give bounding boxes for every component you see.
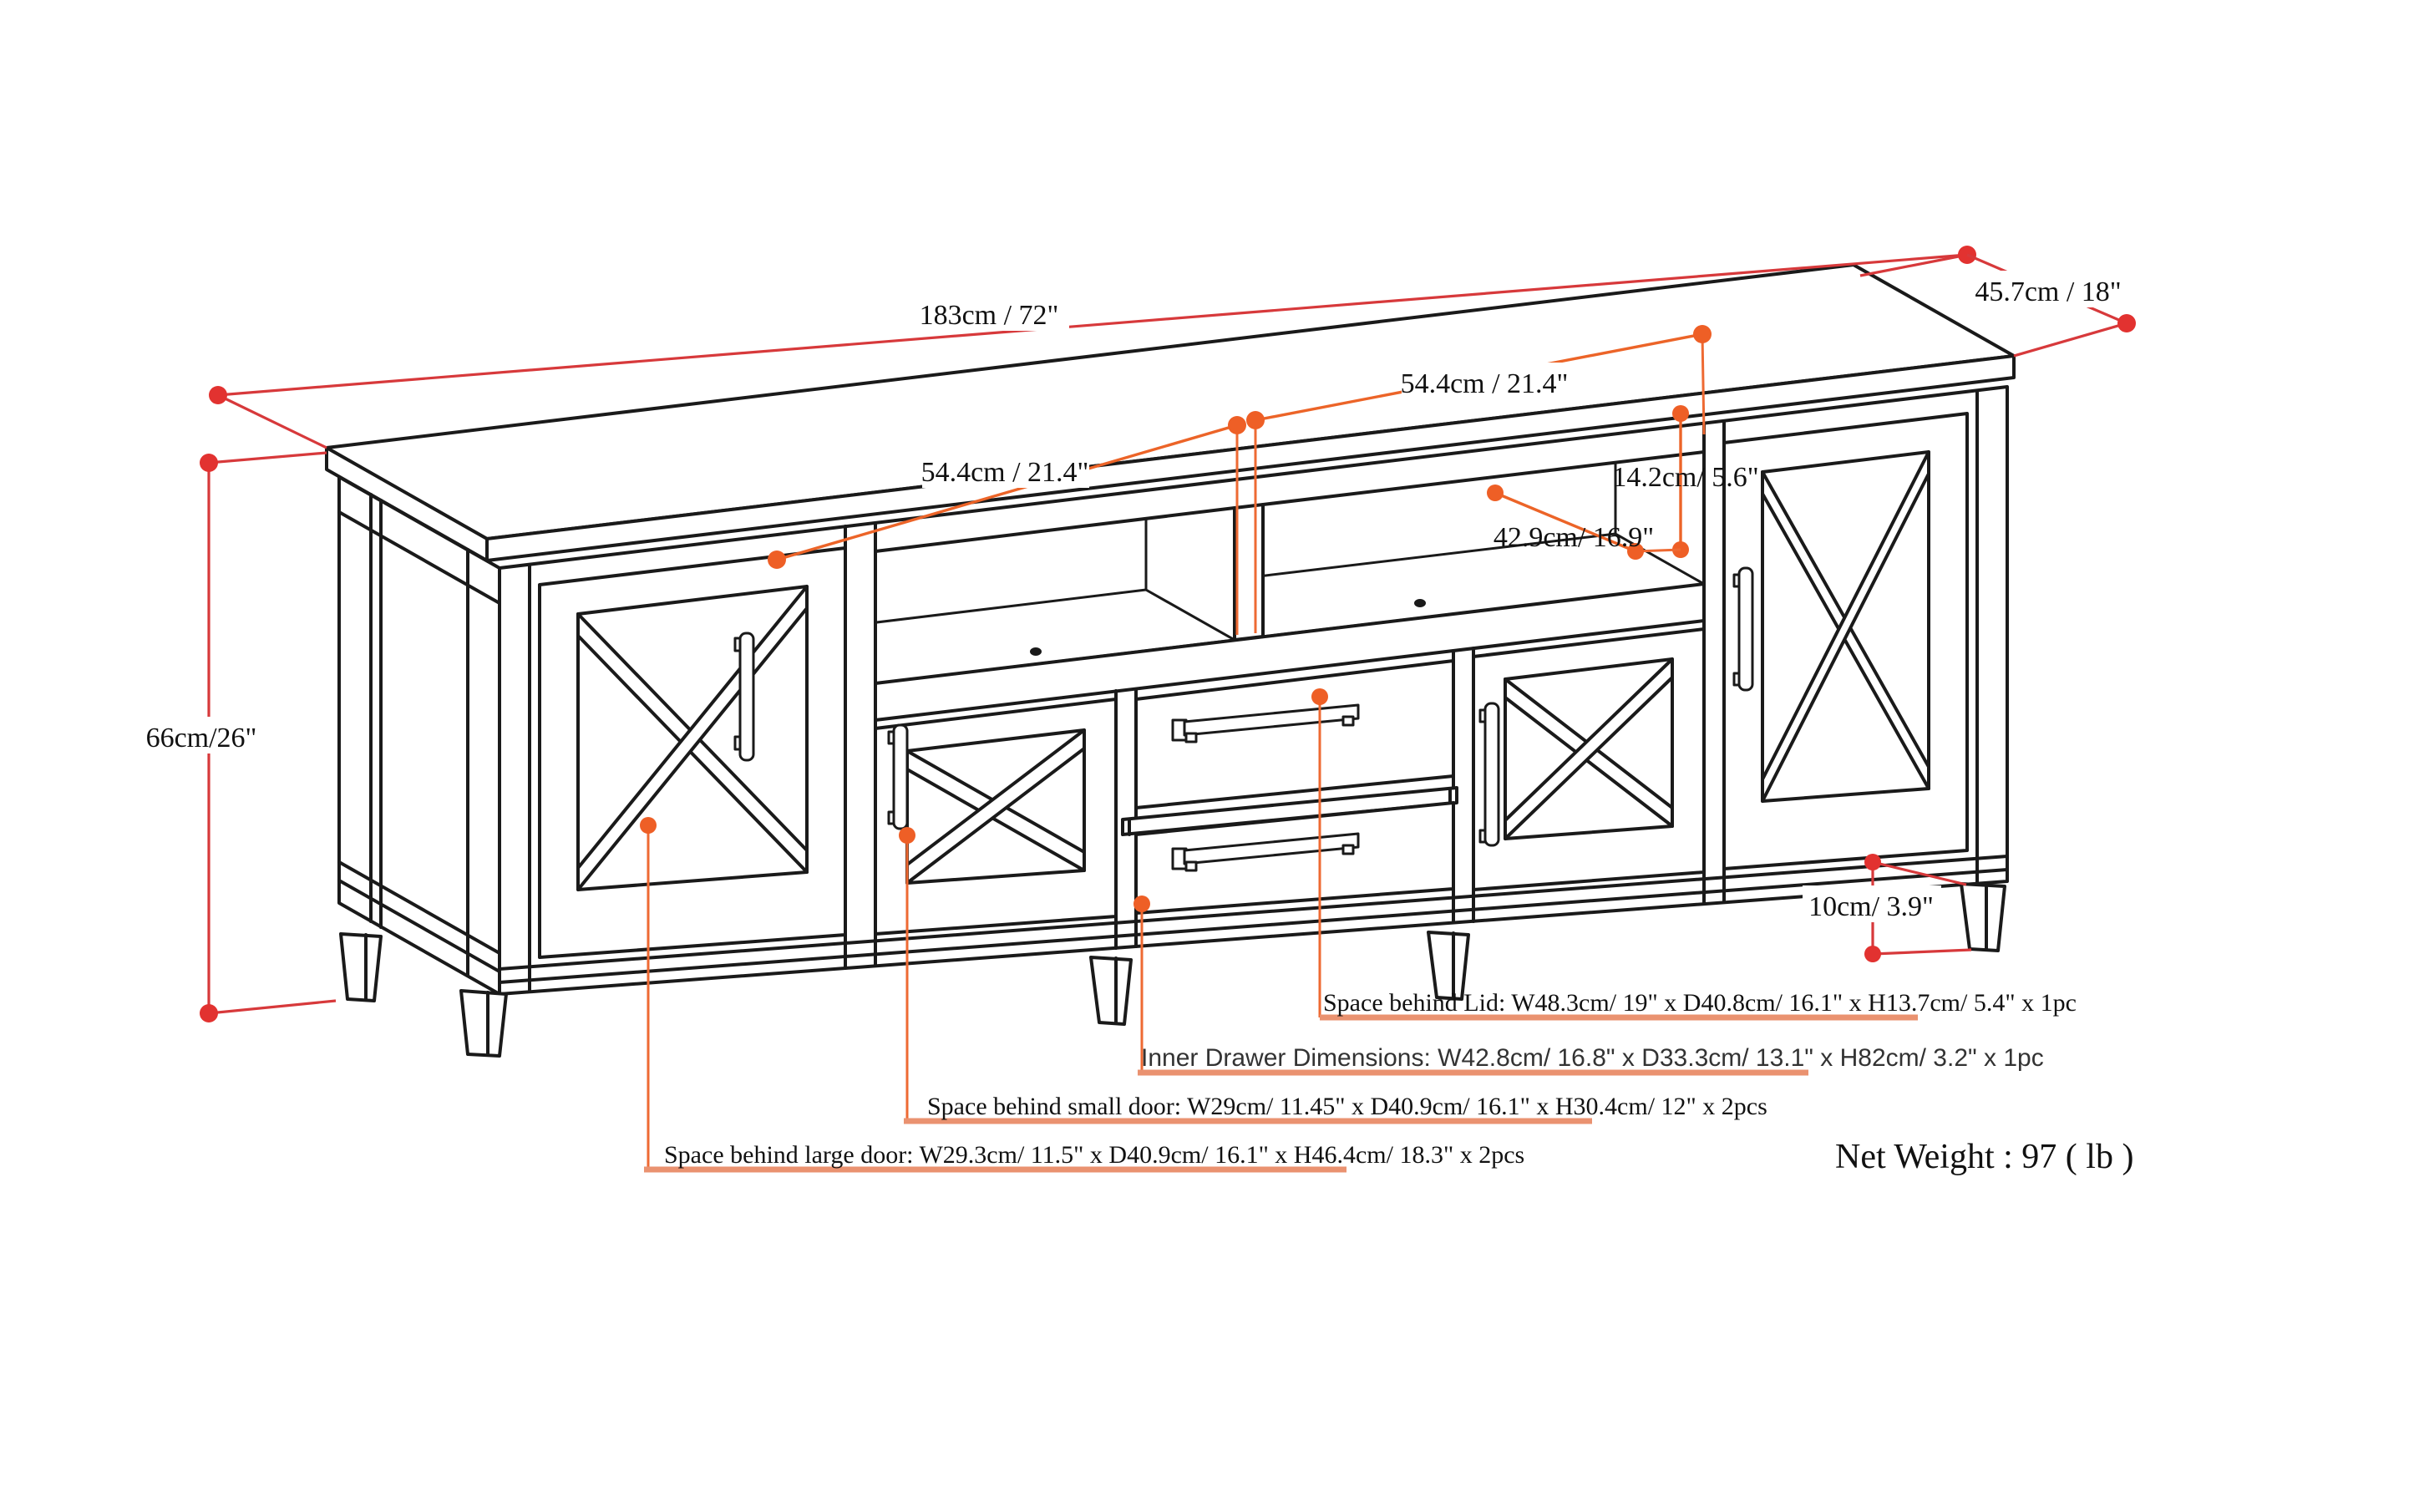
height-label: 66cm/26" (146, 723, 257, 753)
dim-depth: 45.7cm / 18" (1966, 253, 2136, 358)
dim-opening-width-right: 54.4cm / 21.4" (1246, 325, 1712, 633)
dim-opening-depth: 42.9cm/ 16.9" (1487, 485, 1681, 560)
top-panel (325, 263, 2016, 562)
drawer-upper-handle (1171, 703, 1360, 743)
dim-leg-height: 10cm/ 3.9" (1803, 854, 1972, 962)
small-door-left-handle (887, 723, 909, 830)
dim-height: 66cm/26" (140, 451, 337, 1022)
small-door-left (874, 698, 1118, 936)
leg-back-left (339, 932, 383, 1002)
small-door-right-handle (1478, 702, 1500, 847)
depth-label: 45.7cm / 18" (1975, 277, 2121, 307)
leg-middle-left (1089, 956, 1133, 1026)
opening-width-right-label: 54.4cm / 21.4" (1401, 368, 1569, 399)
left-large-door-handle (733, 632, 755, 762)
net-weight-label: Net Weight : 97 ( lb ) (1835, 1138, 2133, 1176)
legs (339, 882, 2006, 1058)
leg-front-left (459, 989, 508, 1058)
leg-height-label: 10cm/ 3.9" (1808, 891, 1934, 922)
note-inner-drawer-text: Inner Drawer Dimensions: W42.8cm/ 16.8" … (1141, 1044, 2044, 1072)
note-large-door: Space behind large door: W29.3cm/ 11.5" … (640, 817, 1524, 1173)
note-lid-text: Space behind Lid: W48.3cm/ 19" x D40.8cm… (1323, 989, 2077, 1017)
dim-opening-width-left: 54.4cm / 21.4" (768, 416, 1246, 635)
note-small-door: Space behind small door: W29cm/ 11.45" x… (899, 827, 1767, 1124)
base-rails (498, 855, 2009, 984)
drawer-lower (1134, 801, 1455, 915)
leg-front-right (1960, 882, 2006, 952)
left-large-door (538, 546, 847, 959)
width-label: 183cm / 72" (920, 300, 1059, 331)
cubby-divider (1233, 503, 1265, 642)
opening-depth-label: 42.9cm/ 16.9" (1494, 522, 1654, 553)
drawer-upper (1134, 659, 1455, 809)
note-small-door-text: Space behind small door: W29cm/ 11.45" x… (927, 1093, 1767, 1120)
small-door-right (1472, 627, 1706, 891)
note-lid: Space behind Lid: W48.3cm/ 19" x D40.8cm… (1311, 688, 2077, 1021)
tv-stand-line-art (325, 263, 2016, 1058)
media-bar (1121, 786, 1458, 836)
left-side-panel (337, 475, 501, 996)
leg-middle-right (1427, 931, 1470, 1001)
dim-opening-height: 14.2cm/ 5.6" (1612, 405, 1759, 558)
right-large-door (1722, 412, 1969, 870)
right-large-door-handle (1732, 566, 1754, 692)
opening-width-left-label: 54.4cm / 21.4" (921, 457, 1089, 488)
note-inner-drawer: Inner Drawer Dimensions: W42.8cm/ 16.8" … (1133, 896, 2044, 1076)
dim-width: 183cm / 72" (209, 246, 1976, 449)
opening-height-label: 14.2cm/ 5.6" (1612, 462, 1758, 493)
note-large-door-text: Space behind large door: W29.3cm/ 11.5" … (664, 1141, 1524, 1169)
drawer-lower-handle (1171, 832, 1360, 872)
